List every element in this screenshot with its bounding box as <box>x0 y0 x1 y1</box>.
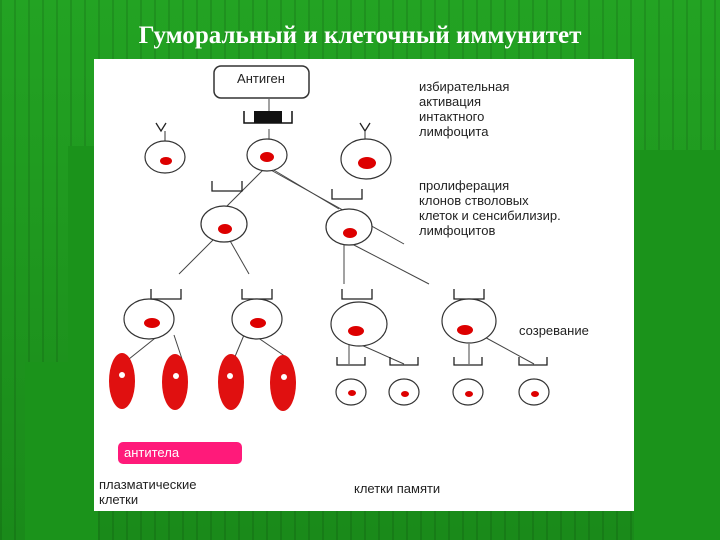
antigen-box <box>213 65 310 99</box>
connector-lines <box>128 99 535 365</box>
proliferating-cell <box>441 298 497 344</box>
proliferating-cell <box>325 208 373 246</box>
plasma-cells-label-line: плазматические <box>99 477 196 492</box>
plasma-cell <box>109 353 135 409</box>
activation-text-line: избирательная <box>419 79 509 94</box>
proliferation-text-line: пролиферация <box>419 178 509 193</box>
activation-text-line: активация <box>419 94 481 109</box>
plasma-cell <box>162 354 188 410</box>
activation-text-line: интактного <box>419 109 484 124</box>
plasma-cell <box>270 355 296 411</box>
antibodies-badge <box>118 442 242 464</box>
proliferation-text-line: лимфоцитов <box>419 223 495 238</box>
antigen-label: Антиген <box>237 71 285 86</box>
memory-cell <box>335 378 367 406</box>
plasma-cell <box>218 354 244 410</box>
diagram-panel: Антиген <box>94 59 634 511</box>
memory-cell <box>518 378 550 406</box>
background-block-right <box>634 150 720 540</box>
memory-cell <box>388 378 420 406</box>
lymphocyte-cell <box>246 138 288 172</box>
proliferating-cell <box>200 205 248 243</box>
memory-cell <box>452 378 484 406</box>
proliferation-text-line: клеток и сенсибилизир. <box>419 208 561 223</box>
slide-title: Гуморальный и клеточный иммунитет <box>138 22 582 49</box>
proliferation-text-line: клонов стволовых <box>419 193 529 208</box>
lymphocyte-cell <box>340 138 392 180</box>
antigen-marker <box>254 111 282 123</box>
background-block-mid <box>68 146 98 540</box>
proliferating-cell <box>330 301 388 347</box>
antibodies-label: антитела <box>124 445 180 460</box>
antigen-receptor-bracket <box>243 111 293 124</box>
immunity-diagram: Антиген <box>99 65 589 507</box>
memory-cells-label: клетки памяти <box>354 481 440 496</box>
lymphocyte-cell <box>144 140 186 174</box>
activation-text-line: лимфоцита <box>419 124 489 139</box>
proliferating-cell <box>123 298 175 340</box>
plasma-cells-label-line: клетки <box>99 492 138 507</box>
proliferating-cell <box>231 298 283 340</box>
maturation-label: созревание <box>519 323 589 338</box>
